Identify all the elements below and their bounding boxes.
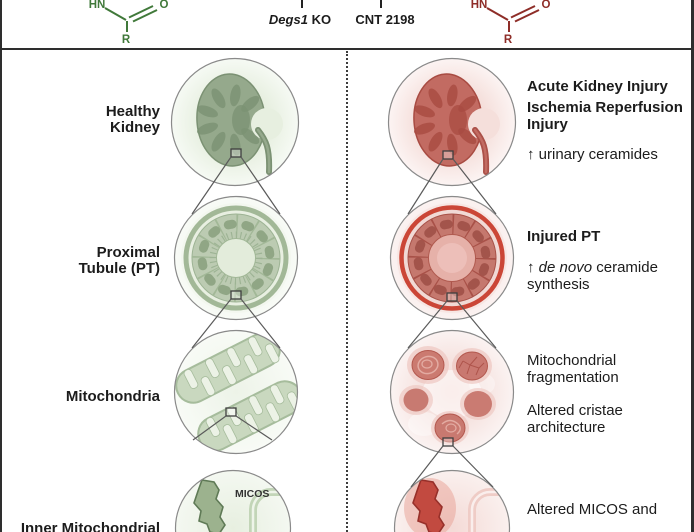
atom-o: O: [542, 0, 551, 11]
note-mitochondrial-fragmentation: Mitochondrial fragmentation: [527, 352, 619, 386]
atom-r: R: [504, 34, 513, 46]
injured-proximal-tubule-illustration: [390, 196, 514, 320]
panel-right-border: [691, 0, 694, 532]
injured-kidney-illustration: [388, 58, 516, 186]
fragmented-mito-lens-outline: [389, 329, 515, 455]
healthy-mito-lens-outline: [173, 329, 299, 455]
atom-hn: HN: [471, 0, 488, 11]
note-urinary-ceramides: ↑ urinary ceramides: [527, 146, 658, 163]
healthy-kidney-illustration: [171, 58, 299, 186]
injured-pt-lens-outline: [389, 195, 515, 321]
header-divider-line: [0, 47, 694, 50]
injured-imm-illustration: [394, 470, 510, 532]
atom-hn: HN: [89, 0, 106, 11]
injured-kidney-lens-outline: [387, 57, 517, 187]
note-acute-kidney-injury: Acute Kidney Injury: [527, 78, 668, 95]
cnt-2198-label: CNT 2198: [355, 12, 415, 27]
healthy-proximal-tubule-illustration: [174, 196, 298, 320]
injured-imm-lens-outline: [393, 469, 511, 532]
pointer-tick-cnt: [380, 0, 382, 8]
note-injured-pt: Injured PT: [527, 228, 601, 245]
atom-o: O: [160, 0, 169, 11]
zoom-cascade-illustration: MICOS: [170, 57, 517, 532]
zoom-connector-lines: [191, 156, 497, 488]
ceramide-structure-healthy-icon: HN O R: [89, 0, 169, 46]
bond-lines: [486, 5, 540, 32]
healthy-mitochondria-illustration: [174, 330, 298, 454]
note-ischemia-reperfusion-injury: Ischemia Reperfusion Injury: [527, 99, 683, 133]
micos-label: MICOS: [235, 488, 269, 500]
label-mitochondria: Mitochondria: [65, 388, 160, 405]
note-de-novo-ceramide-synthesis: ↑ de novo ceramide synthesis: [527, 259, 658, 293]
ceramide-structure-injured-icon: HN O R: [471, 0, 551, 46]
fragmented-mitochondria-illustration: [390, 330, 514, 454]
healthy-imm-lens-outline: [174, 469, 292, 532]
degs1-ko-label: Degs1 KO: [268, 12, 332, 27]
label-inner-mitochondrial: Inner Mitochondrial: [20, 520, 160, 532]
healthy-pt-lens-outline: [173, 195, 299, 321]
panel-left-border: [0, 0, 2, 532]
header-band: HN O R HN O R Degs1 KO CNT 2198: [0, 0, 694, 48]
healthy-imm-illustration: MICOS: [175, 470, 291, 532]
note-altered-micos: Altered MICOS and: [527, 501, 658, 518]
zoom-boxes: [225, 148, 458, 447]
healthy-kidney-lens-outline: [170, 57, 300, 187]
center-dotted-divider: [346, 51, 348, 532]
bond-lines: [104, 5, 158, 32]
atom-r: R: [122, 34, 131, 46]
pointer-tick-degs1: [301, 0, 303, 8]
note-altered-cristae: Altered cristae architecture: [527, 402, 623, 436]
